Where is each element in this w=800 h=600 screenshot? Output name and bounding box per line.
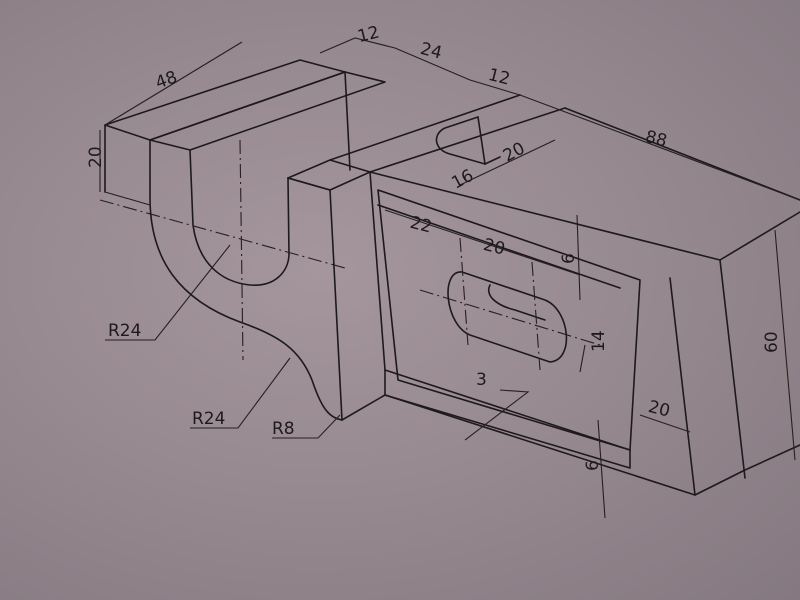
left-block: [99, 59, 386, 421]
dim-label-20-slot: 20: [481, 235, 507, 260]
dim-label-6-bottom: 6: [583, 460, 603, 471]
middle-rib: [287, 94, 566, 421]
top-notch: [435, 116, 501, 165]
main-block: [341, 107, 800, 496]
dim-label-6-top: 6: [559, 253, 579, 264]
dim-label-60: 60: [762, 331, 782, 353]
dim-label-14: 14: [589, 330, 609, 352]
dim-label-22: 22: [408, 213, 434, 238]
dim-label-20-notch: 20: [500, 139, 528, 167]
dim-label-16: 16: [448, 166, 476, 194]
radius-label-r8: R8: [272, 419, 295, 439]
radius-label-r24-lower: R24: [192, 409, 225, 429]
dim-label-3: 3: [476, 370, 487, 390]
radius-label-r24-upper: R24: [108, 321, 141, 341]
dim-label-20-height: 20: [86, 146, 106, 168]
oblong-slot: [419, 237, 601, 371]
dimension-lines: [99, 37, 800, 519]
dim-label-48: 48: [153, 67, 180, 93]
